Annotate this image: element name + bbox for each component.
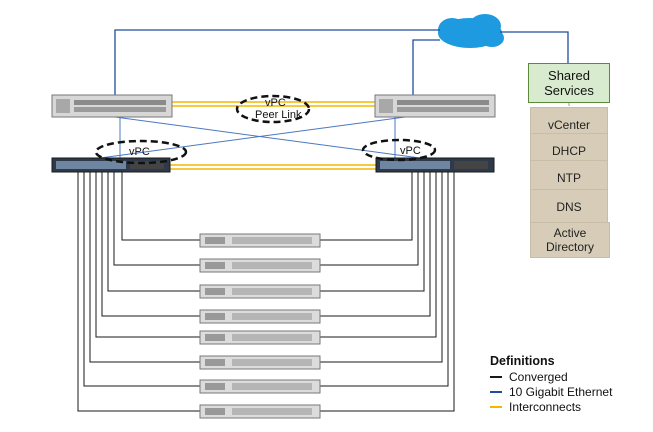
shared-services-title: Shared Services — [544, 68, 594, 98]
interconnect-swatch — [490, 405, 502, 408]
converged-swatch — [490, 375, 502, 378]
vpc-peer-link-ellipse — [235, 94, 311, 124]
ethernet-swatch — [490, 390, 502, 393]
service-active-directory: Active Directory — [530, 222, 610, 258]
shared-services-box: Shared Services — [528, 63, 610, 103]
peer-link-lines — [170, 101, 378, 170]
server-2 — [199, 258, 321, 273]
legend-ethernet: 10 Gigabit Ethernet — [490, 384, 612, 399]
access-switch-right — [375, 157, 495, 173]
service-dns: DNS — [530, 189, 608, 225]
server-4 — [199, 309, 321, 324]
vpc-top-label: vPC — [265, 97, 286, 109]
server-8 — [199, 404, 321, 419]
definitions-legend: Definitions Converged 10 Gigabit Etherne… — [490, 354, 612, 414]
server-5 — [199, 330, 321, 345]
core-switch-right — [374, 94, 496, 118]
vpc-right-ellipse — [361, 138, 437, 162]
vpc-left-label: vPC — [129, 146, 150, 158]
legend-converged: Converged — [490, 369, 612, 384]
server-1 — [199, 233, 321, 248]
server-7 — [199, 379, 321, 394]
server-6 — [199, 355, 321, 370]
uplink-lines — [114, 29, 569, 97]
vpc-peer-link-label: Peer Link — [255, 109, 302, 121]
cloud-icon — [438, 14, 504, 48]
server-3 — [199, 284, 321, 299]
vpc-right-label: vPC — [400, 145, 421, 157]
core-switch-left — [51, 94, 173, 118]
vpc-left-ellipse — [94, 139, 188, 165]
cross-links — [99, 114, 421, 159]
legend-interconnects: Interconnects — [490, 399, 612, 414]
access-switch-left — [51, 157, 171, 173]
converged-links — [77, 172, 455, 412]
definitions-title: Definitions — [490, 354, 555, 368]
